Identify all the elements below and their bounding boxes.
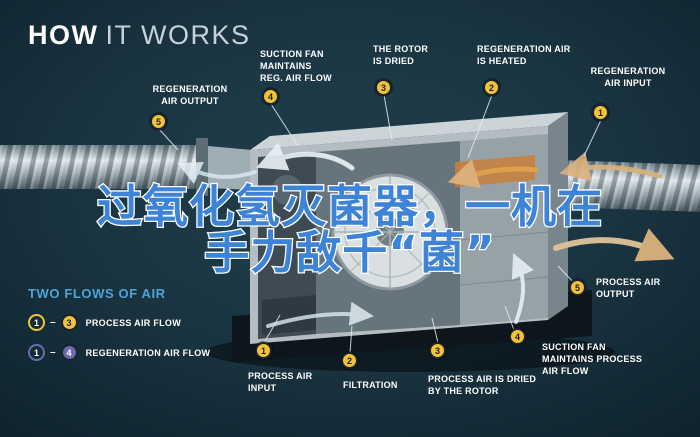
legend-title: TWO FLOWS OF AIR	[28, 286, 166, 301]
legend-label-process: PROCESS AIR FLOW	[85, 317, 182, 328]
badge-2-filtration: 2	[341, 352, 358, 369]
legend-row-process-air-flow: 1 – 3 PROCESS AIR FLOW	[28, 314, 210, 331]
callout-label-regeneration-air-output: REGENERATION AIR OUTPUT	[152, 84, 228, 106]
title-light: IT WORKS	[105, 20, 251, 50]
callout-label-regen-air-heated: REGENERATION AIR IS HEATED	[477, 44, 571, 66]
machine-body-graphic	[205, 112, 615, 372]
legend-badge-process-to: 3	[60, 314, 78, 331]
title-bold: HOW	[28, 20, 99, 50]
callout-label-suction-fan-reg: SUCTION FAN MAINTAINS REG. AIR FLOW	[260, 49, 332, 83]
right-duct-graphic	[555, 159, 700, 213]
legend-label-regeneration: REGENERATION AIR FLOW	[85, 347, 211, 358]
callout-label-suction-fan-process: SUCTION FAN MAINTAINS PROCESS AIR FLOW	[542, 342, 643, 376]
callout-label-rotor-dried: THE ROTOR IS DRIED	[373, 44, 429, 66]
badge-1-process-air-input: 1	[255, 342, 272, 359]
airflow-arrows	[177, 142, 675, 328]
badge-1-regeneration-air-input: 1	[592, 104, 609, 121]
legend-badge-regeneration-from: 1	[28, 344, 45, 361]
badge-5-regeneration-air-output: 5	[150, 113, 167, 130]
callout-label-process-air-dried: PROCESS AIR IS DRIED BY THE ROTOR	[428, 374, 537, 396]
badge-5-process-air-output: 5	[569, 279, 586, 296]
badge-3-process-air-dried: 3	[429, 342, 446, 359]
callout-label-process-air-output: PROCESS AIR OUTPUT	[596, 277, 661, 299]
legend-row-regeneration-air-flow: 1 – 4 REGENERATION AIR FLOW	[28, 344, 210, 361]
badge-3-rotor-dried: 3	[375, 79, 392, 96]
badge-4-suction-fan-process: 4	[509, 328, 526, 345]
legend: TWO FLOWS OF AIR 1 – 3 PROCESS AIR FLOW …	[28, 286, 210, 361]
left-duct-graphic	[0, 138, 252, 196]
legend-dash: –	[50, 317, 56, 328]
legend-badge-process-from: 1	[28, 314, 45, 331]
legend-dash: –	[50, 347, 56, 358]
callout-label-process-air-input: PROCESS AIR INPUT	[248, 371, 313, 393]
legend-badge-regeneration-to: 4	[60, 344, 78, 361]
callout-label-filtration: FILTRATION	[343, 380, 398, 390]
callout-label-regeneration-air-input: REGENERATION AIR INPUT	[590, 66, 666, 88]
badge-2-regen-air-heated: 2	[483, 79, 500, 96]
badge-4-suction-fan-reg: 4	[262, 88, 279, 105]
